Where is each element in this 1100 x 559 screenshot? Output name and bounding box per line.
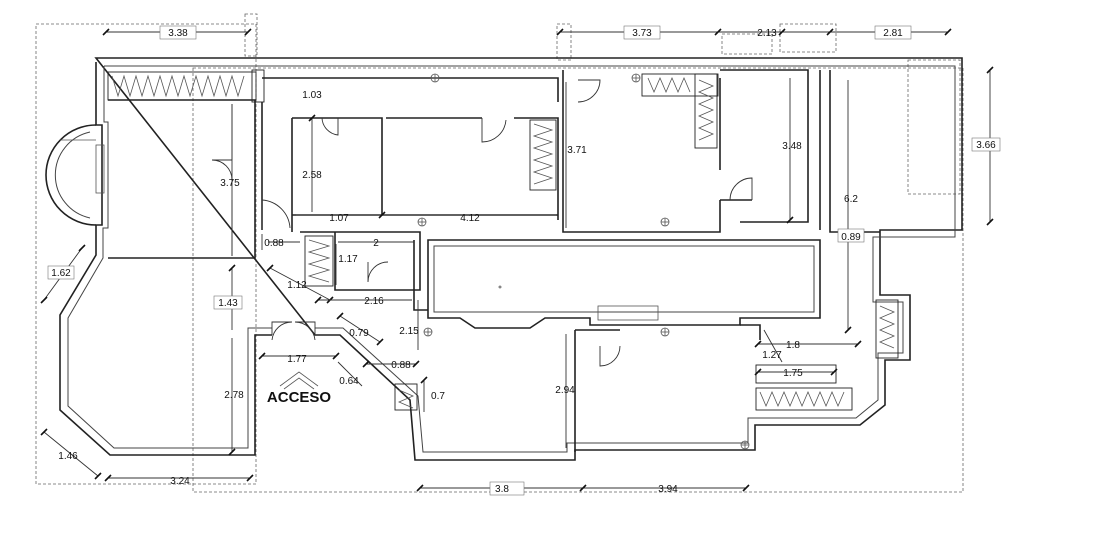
dim-room-right-height: 3.48 xyxy=(782,141,802,152)
bay-window xyxy=(45,124,105,226)
dim-hall-v: 2.15 xyxy=(399,326,419,337)
dim-top-mid: 3.73 xyxy=(632,28,652,39)
dim-bath-width: 2 xyxy=(373,238,379,249)
dim-right-height: 3.66 xyxy=(976,140,996,151)
entrance-marker: ACCESO xyxy=(267,371,332,406)
dim-bottom-mid: 3.8 xyxy=(495,484,509,495)
dim-bottom-left: 3.24 xyxy=(170,476,190,487)
dim-bedroom-height: 3.75 xyxy=(220,178,240,189)
dim-room-bottom-height: 2.94 xyxy=(555,385,575,396)
dim-living-height: 2.78 xyxy=(224,390,244,401)
doors xyxy=(211,79,753,367)
dim-room-width: 4.12 xyxy=(460,213,480,224)
dim-bath-height: 1.17 xyxy=(338,254,358,265)
dim-bay-side: 1.62 xyxy=(51,268,71,279)
dim-bay-bottom: 1.46 xyxy=(58,451,78,462)
dim-right-hall: 1.8 xyxy=(786,340,800,351)
dim-top-door: 2.13 xyxy=(757,28,777,39)
dim-room-mid-height: 3.71 xyxy=(567,145,587,156)
dim-right-closet: 1.75 xyxy=(783,368,803,379)
dimension-labels: 3.38 3.73 2.13 2.81 3.66 1.03 3.75 2.58 … xyxy=(51,28,996,495)
dim-top-right: 2.81 xyxy=(883,28,903,39)
dim-entry-d: 0.88 xyxy=(391,360,411,371)
dim-entry-small: 0.7 xyxy=(431,391,445,402)
dim-diag-2: 0.79 xyxy=(349,328,369,339)
dim-closet-height: 2.58 xyxy=(302,170,322,181)
dim-right-small: 1.27 xyxy=(762,350,782,361)
dim-bottom-right: 3.94 xyxy=(658,484,678,495)
dim-hall-height: 1.43 xyxy=(218,298,238,309)
dim-entry-diag: 0.64 xyxy=(339,376,359,387)
dim-top-corridor: 1.03 xyxy=(302,90,322,101)
exterior-walls xyxy=(59,57,963,461)
dim-right-gap: 0.89 xyxy=(841,232,861,243)
dim-small-w: 0.88 xyxy=(264,238,284,249)
outline-dashed xyxy=(35,13,964,493)
entrance-label: ACCESO xyxy=(267,389,332,406)
dim-entry-width: 1.77 xyxy=(287,354,307,365)
dim-right-strip: 6.2 xyxy=(844,194,858,205)
dim-diag-1: 1.12 xyxy=(287,280,307,291)
dim-boxes xyxy=(47,25,1001,496)
light-fixtures xyxy=(417,73,750,450)
dimension-lines xyxy=(40,28,994,492)
dim-closet-width: 1.07 xyxy=(329,213,349,224)
dim-top-left: 3.38 xyxy=(168,28,188,39)
dim-hall-width: 2.16 xyxy=(364,296,384,307)
closet-hatching xyxy=(111,74,896,409)
